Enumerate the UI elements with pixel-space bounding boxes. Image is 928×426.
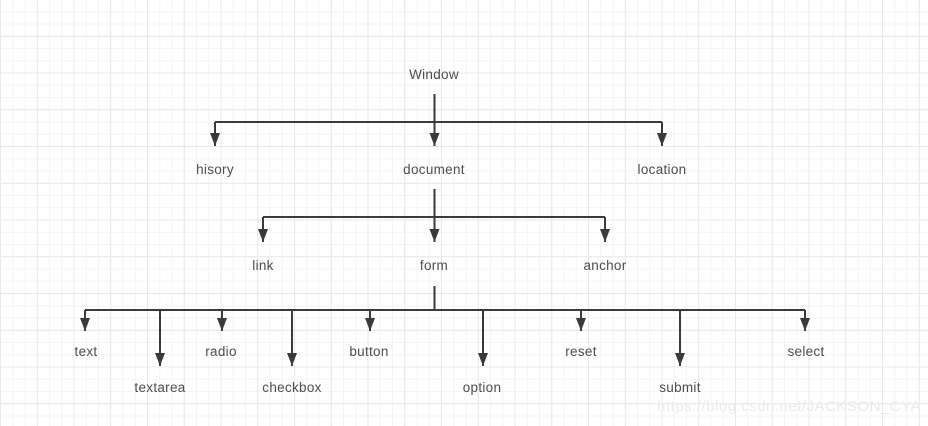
node-label-option: option [462, 380, 502, 395]
node-label-document: document [403, 162, 465, 177]
node-label-textarea: textarea [134, 380, 186, 395]
node-label-anchor: anchor [583, 258, 627, 273]
node-label-radio: radio [205, 344, 237, 359]
node-label-text: text [74, 344, 98, 359]
node-label-select: select [787, 344, 825, 359]
node-label-form: form [419, 258, 449, 273]
watermark-text: https://blog.csdn.net/JACKSON_CYA [657, 398, 921, 415]
node-label-submit: submit [659, 380, 701, 395]
node-label-window: Window [409, 67, 459, 82]
node-label-link: link [252, 258, 274, 273]
node-label-checkbox: checkbox [262, 380, 322, 395]
node-label-button: button [349, 344, 389, 359]
node-label-history: hisory [196, 162, 234, 177]
node-label-reset: reset [565, 344, 597, 359]
node-label-location: location [637, 162, 687, 177]
